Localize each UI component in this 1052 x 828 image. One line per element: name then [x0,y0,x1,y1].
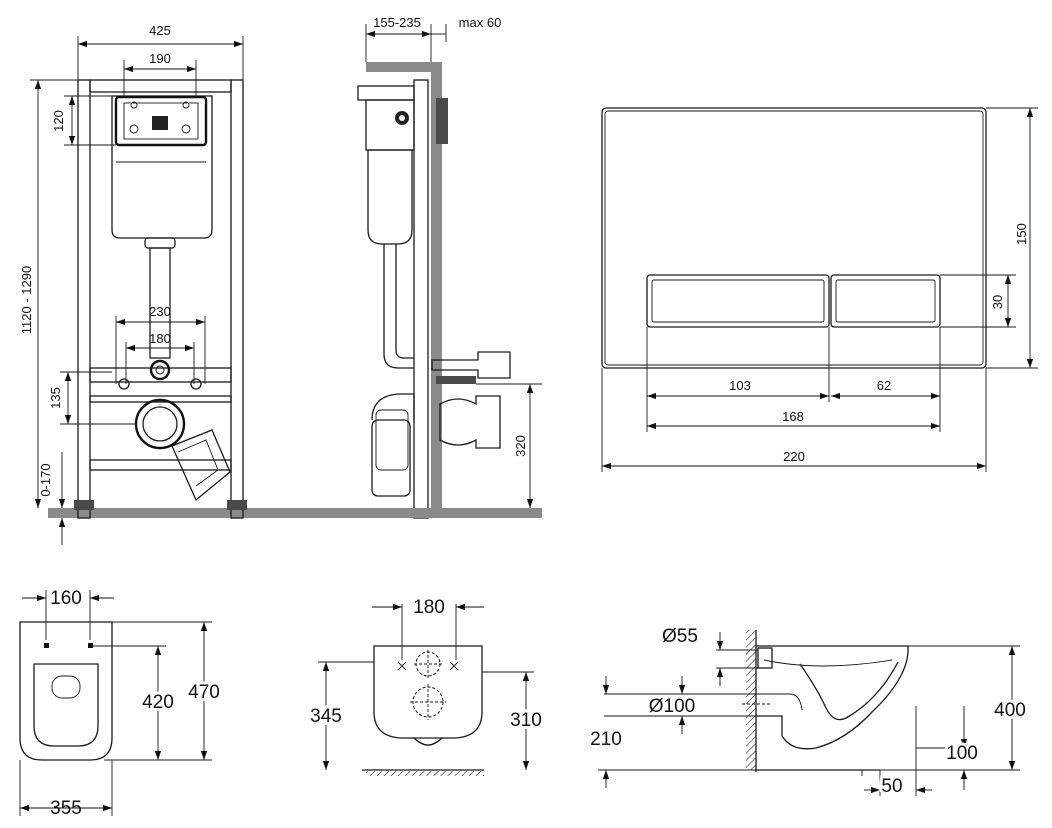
leg-adjust-label: 0-170 [38,463,53,496]
rim-offset-label: 100 [946,743,978,764]
toilet-top-view: 160 355 420 470 [19,588,223,819]
toilet-length-label: 470 [188,682,220,703]
plate-width-label: 220 [783,449,805,464]
frame-left-upright [77,79,91,519]
cistern-body [111,95,213,239]
left-flush-button[interactable] [646,274,830,328]
wall-section [431,62,442,512]
toilet-back-view: 180 345 310 [307,597,545,776]
outlet-elbow [171,429,231,502]
flush-plate-side [436,98,448,144]
flush-pipe [149,247,171,359]
toilet-width-label: 355 [50,798,82,819]
inlet-connector-side [431,351,511,379]
cistern-side-body [367,149,413,245]
bolt-side [436,376,476,384]
right-bolt-hole [190,378,202,390]
right-button-width-label: 62 [877,378,891,393]
button-height-label: 30 [990,295,1005,309]
flush-opening [114,95,208,147]
frame-bottom-rail [89,459,232,471]
flush-plate-outline [601,107,987,369]
flush-plate-view: 150 30 103 62 168 220 [601,107,1038,472]
toilet-side-bowl [799,661,899,721]
frame-front-view: 425 190 120 1120 - 1290 230 180 135 0-17… [19,23,542,545]
flush-valve [152,116,168,130]
outlet-side-bend [371,419,411,497]
frame-side-view: 155-235 max 60 320 [357,15,542,519]
cistern-width-label: 190 [149,51,171,66]
left-button-width-label: 103 [729,378,751,393]
seat-length-label: 420 [142,692,174,713]
back-outlet-height-label: 310 [510,710,542,731]
toilet-top-bowl [33,663,99,747]
left-bolt-hole [118,378,130,390]
bolt-spacing-inner-label: 180 [149,331,171,346]
frame-height-label: 1120 - 1290 [19,266,34,334]
flush-pipe-side [383,244,414,369]
frame-outlet-rail [89,395,232,403]
cistern-side-top [365,99,415,151]
side-wall-hatch [746,630,756,770]
wall-top [366,62,442,72]
outlet-height-label: 135 [48,387,63,409]
outlet-connector-side [439,395,501,449]
buttons-total-label: 168 [782,409,804,424]
frame-top-rail [89,79,232,93]
frame-left-foot [74,500,94,510]
frame-right-upright [230,79,244,519]
side-inlet [757,647,773,669]
frame-width-label: 425 [149,23,171,38]
outlet-height-side-label: 210 [590,729,622,750]
inlet-dia-label: Ø55 [662,626,698,647]
toilet-back-outline [373,645,483,739]
wall-max-label: max 60 [459,15,502,30]
toilet-top-outline [19,621,113,761]
toilet-height-label: 400 [994,700,1026,721]
cistern-height-label: 120 [51,110,66,132]
right-flush-button[interactable] [830,274,941,328]
toilet-side-view: Ø55 Ø100 210 400 100 50 [590,626,1029,800]
frame-side-upright [413,79,429,519]
toilet-side-outline [756,645,909,750]
toilet-top-drain [51,675,81,699]
frame-right-foot [227,500,247,510]
floor-slab [48,508,542,518]
plate-height-label: 150 [1014,223,1029,245]
outlet-floor-label: 320 [513,435,528,457]
back-bolt-spacing-label: 180 [413,597,445,618]
frame-bolt-rail [89,367,232,383]
frame-depth-label: 155-235 [373,15,421,30]
wall-offset-label: 50 [881,776,902,797]
back-height-label: 345 [310,706,342,727]
outlet-dia-label: Ø100 [649,696,695,717]
flush-connector [149,359,171,381]
bolt-spacing-outer-label: 230 [149,304,171,319]
top-bolt-spacing-label: 160 [50,588,82,609]
